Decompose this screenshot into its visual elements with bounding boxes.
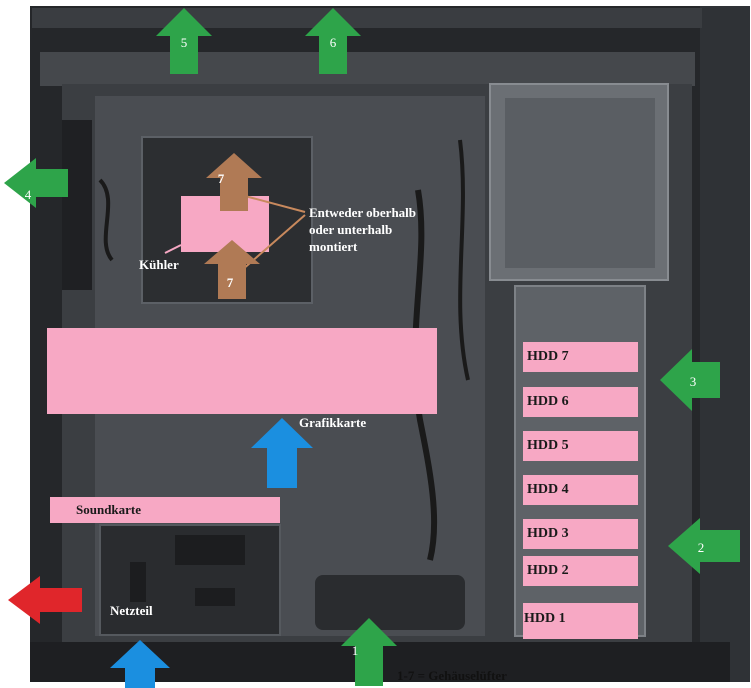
hdd-3-box [523, 519, 638, 549]
case-top-edge [32, 8, 702, 28]
fan-2-number: 2 [697, 540, 705, 555]
fan-1-arrow-icon [341, 618, 397, 686]
mount-note-line-2: oder unterhalb [309, 222, 393, 237]
cooler-label: Kühler [139, 257, 179, 272]
psu-cutout [175, 535, 245, 565]
cpu-fan-top-number: 7 [217, 171, 225, 186]
hdd-6-box [523, 387, 638, 417]
hdd-4-label: HDD 4 [527, 482, 569, 497]
graphics-card-airflow-arrow-icon [251, 418, 313, 488]
graphics-card-label: Grafikkarte [299, 415, 367, 430]
fan-5-arrow-icon [156, 8, 212, 74]
sound-card-label: Soundkarte [76, 502, 142, 517]
fan-1-number: 1 [351, 643, 359, 658]
case-side-panel-edge [700, 6, 750, 682]
fan-6-arrow-icon [305, 8, 361, 74]
optical-drive-cage-inner [505, 98, 655, 268]
hdd-6-label: HDD 6 [527, 394, 569, 409]
hdd-7-box [523, 342, 638, 372]
fan-3-number: 3 [689, 374, 697, 389]
top-rail [40, 52, 695, 86]
rear-fan-frame [62, 120, 92, 290]
mount-note-line-3: montiert [309, 239, 358, 254]
psu-foot [130, 562, 146, 602]
mount-note-line-1: Entweder oberhalb [309, 205, 417, 220]
cable-bundle-2 [458, 139, 470, 381]
hdd-2-label: HDD 2 [527, 563, 569, 578]
note-leader-top [244, 195, 306, 213]
graphics-card-box [47, 328, 437, 414]
fan-6-number: 6 [329, 35, 337, 50]
hdd-2-box [523, 556, 638, 586]
psu-intake-arrow-icon [110, 640, 170, 688]
hdd-7-label: HDD 7 [527, 349, 569, 364]
cpu-fan-top-arrow-icon [206, 153, 262, 211]
hdd-5-label: HDD 5 [527, 438, 569, 453]
hdd-1-label: HDD 1 [524, 611, 566, 626]
fan-cable [98, 178, 114, 262]
fan-2-arrow-icon [668, 518, 740, 574]
bottom-cutout [315, 575, 465, 630]
cpu-fan-bottom-arrow-icon [204, 240, 260, 299]
fan-3-arrow-icon [660, 349, 720, 411]
psu-cutout-2 [195, 588, 235, 606]
fan-4-arrow-icon [4, 158, 68, 208]
hdd-3-label: HDD 3 [527, 526, 569, 541]
psu-label: Netzteil [110, 603, 153, 618]
fan-legend: 1-7 = Gehäuselüfter [397, 668, 507, 683]
hdd-1-box [523, 603, 638, 639]
sound-card-box [50, 497, 280, 523]
cpu-fan-bottom-number: 7 [226, 275, 234, 290]
cooler-leader [164, 244, 182, 254]
psu-exhaust-arrow-icon [8, 576, 82, 624]
fan-5-number: 5 [180, 35, 188, 50]
fan-4-number: 4 [24, 187, 32, 202]
hdd-4-box [523, 475, 638, 505]
hdd-5-box [523, 431, 638, 461]
